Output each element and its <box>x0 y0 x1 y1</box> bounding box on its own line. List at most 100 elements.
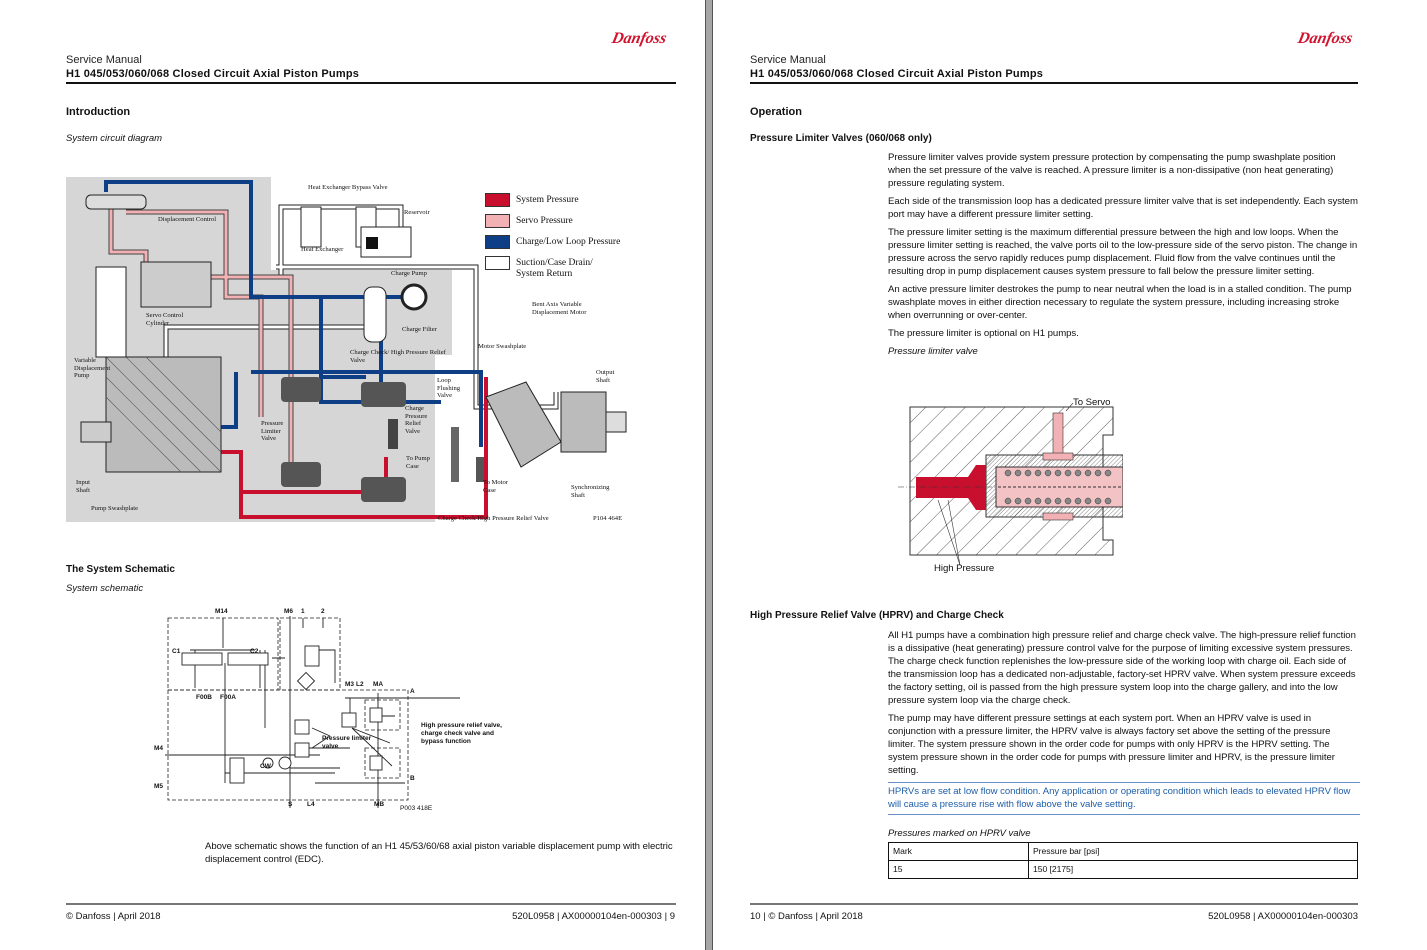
label-hprv: High pressure relief valve, charge check… <box>421 722 502 745</box>
table-header-mark: Mark <box>888 842 1029 861</box>
port-m14: M14 <box>215 608 228 615</box>
danfoss-logo: Danfoss <box>1296 30 1355 47</box>
schematic-caption: System schematic <box>66 583 144 594</box>
port-ma: MA <box>373 681 384 688</box>
label-output-shaft: Output Shaft <box>596 369 615 384</box>
port-f00b: F00B <box>196 694 212 701</box>
legend-system-pressure: System Pressure <box>516 195 579 205</box>
label-charge-filter: Charge Filter <box>402 326 437 333</box>
figure-id: P104 464E <box>593 515 623 522</box>
paragraph: The pump may have different pressure set… <box>888 713 1335 776</box>
footer-left: 10 | © Danfoss | April 2018 <box>750 911 863 922</box>
port-m4: M4 <box>154 745 164 752</box>
label-displacement-control: Displacement Control <box>158 216 217 223</box>
schematic-figure-id: P003 418E <box>400 805 433 812</box>
page-divider <box>705 0 713 950</box>
port-f00a: F00A <box>220 694 236 701</box>
port-a: A <box>410 688 415 695</box>
label-reservoir: Reservoir <box>404 209 430 216</box>
hprv-text: All H1 pumps have a combination high pre… <box>888 629 1360 879</box>
footer-right: 520L0958 | AX00000104en-000303 <box>1208 911 1358 922</box>
header-rule <box>750 82 1358 84</box>
legend-servo-pressure: Servo Pressure <box>516 216 573 226</box>
section-heading: Introduction <box>66 106 131 118</box>
label-pump-swashplate: Pump Swashplate <box>91 505 139 512</box>
table-cell-pressure: 150 [2175] <box>1028 860 1358 879</box>
port-l2: L2 <box>356 681 364 688</box>
valve-caption: Pressure limiter valve <box>888 346 978 357</box>
page-10: Danfoss Service Manual H1 045/053/060/06… <box>713 0 1427 950</box>
header-title: H1 045/053/060/068 Closed Circuit Axial … <box>750 68 1044 80</box>
header-rule <box>66 82 676 84</box>
header-subtitle: Service Manual <box>66 54 142 66</box>
table-caption: Pressures marked on HPRV valve <box>888 828 1031 839</box>
port-c1: C1 <box>172 648 181 655</box>
system-circuit-diagram: Heat Exchanger Bypass Valve Reservoir Di… <box>66 177 646 527</box>
system-schematic: M14 M6 1 2 C1 C2 M3 L2 MA A F00B F00A M4… <box>154 608 520 818</box>
label-pressure-limiter: Pressure Limiter Valve <box>261 420 284 442</box>
legend-swatch-servo <box>485 214 510 228</box>
label-to-servo: To Servo <box>1073 397 1111 408</box>
port-l4: L4 <box>307 801 315 808</box>
label-loop-flushing: Loop Flushing Valve <box>437 377 461 399</box>
label-input-shaft: Input Shaft <box>76 479 90 494</box>
page-9: Danfoss Service Manual H1 045/053/060/06… <box>0 0 705 950</box>
circuit-drawing <box>66 177 627 522</box>
legend-charge-pressure: Charge/Low Loop Pressure <box>516 237 621 247</box>
port-2: 2 <box>321 608 325 615</box>
footer-left: © Danfoss | April 2018 <box>66 911 161 922</box>
label-variable-pump: Variable Displacement Pump <box>74 357 111 379</box>
paragraph: The pressure limiter is optional on H1 p… <box>888 328 1079 339</box>
label-sync-shaft: Synchronizing Shaft <box>571 484 610 499</box>
diagram-caption: System circuit diagram <box>66 133 163 144</box>
subsection-hprv: High Pressure Relief Valve (HPRV) and Ch… <box>750 610 1004 621</box>
pressure-limiter-valve-drawing: To Servo High Pressure <box>898 395 1123 580</box>
label-hx-bypass: Heat Exchanger Bypass Valve <box>308 184 388 191</box>
table-header-row: Mark Pressure bar [psi] <box>888 842 1358 861</box>
paragraph: An active pressure limiter destrokes the… <box>888 284 1352 321</box>
label-charge-check-top: Charge Check/ High Pressure Relief Valve <box>350 349 446 364</box>
table-header-pressure: Pressure bar [psi] <box>1028 842 1358 861</box>
label-high-pressure: High Pressure <box>934 563 995 574</box>
schematic-description: Above schematic shows the function of an… <box>205 841 673 865</box>
pressure-limiter-text: Pressure limiter valves provide system p… <box>888 151 1360 363</box>
section-heading: Operation <box>750 106 802 118</box>
legend-suction: Suction/Case Drain/ System Return <box>516 258 593 279</box>
legend-swatch-system <box>485 193 510 207</box>
schematic-drawing <box>165 616 460 808</box>
port-b: B <box>410 775 415 782</box>
note-callout: HPRVs are set at low flow condition. Any… <box>888 782 1360 815</box>
label-pressure-limiter-valve: Pressure limiter valve <box>322 735 372 750</box>
legend-swatch-suction <box>485 256 510 270</box>
label-charge-relief: Charge Pressure Relief Valve <box>405 405 428 435</box>
table-row: 15 150 [2175] <box>888 860 1358 879</box>
paragraph: Each side of the transmission loop has a… <box>888 196 1358 220</box>
header-subtitle: Service Manual <box>750 54 826 66</box>
legend-swatch-charge <box>485 235 510 249</box>
port-m6: M6 <box>284 608 294 615</box>
label-heat-exchanger: Heat Exchanger <box>301 246 344 253</box>
paragraph: All H1 pumps have a combination high pre… <box>888 630 1356 706</box>
port-mb: MB <box>374 801 385 808</box>
port-c2: C2 <box>250 648 259 655</box>
label-to-pump-case: To Pump Case <box>406 455 430 470</box>
header-title: H1 045/053/060/068 Closed Circuit Axial … <box>66 68 360 80</box>
paragraph: The pressure limiter setting is the maxi… <box>888 227 1358 277</box>
paragraph: Pressure limiter valves provide system p… <box>888 152 1336 189</box>
port-m5: M5 <box>154 783 164 790</box>
port-s: S <box>288 801 293 808</box>
hprv-pressure-table: Mark Pressure bar [psi] 15 150 [2175] <box>888 842 1358 879</box>
schematic-heading: The System Schematic <box>66 564 175 575</box>
subsection-pressure-limiter: Pressure Limiter Valves (060/068 only) <box>750 133 932 144</box>
footer-right: 520L0958 | AX00000104en-000303 | 9 <box>512 911 675 922</box>
port-1: 1 <box>301 608 305 615</box>
label-to-motor-case: To Motor Case <box>483 479 508 494</box>
danfoss-logo: Danfoss <box>610 30 669 47</box>
label-charge-pump: Charge Pump <box>391 270 427 277</box>
label-motor-swashplate: Motor Swashplate <box>478 343 527 350</box>
footer-rule <box>750 903 1358 905</box>
table-cell-mark: 15 <box>888 860 1029 879</box>
port-m3: M3 <box>345 681 355 688</box>
label-bent-axis-motor: Bent Axis Variable Displacement Motor <box>532 301 587 316</box>
footer-rule <box>66 903 676 905</box>
